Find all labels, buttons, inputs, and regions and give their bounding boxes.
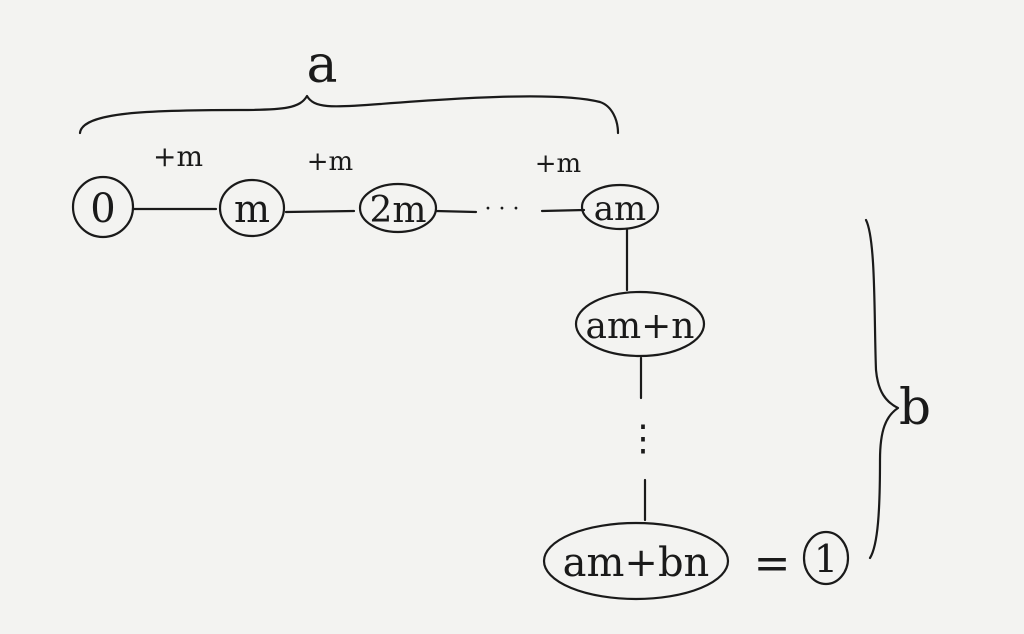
node-am-plus-bn-ellipse (542, 521, 730, 601)
node-zero-circle (71, 175, 135, 239)
node-am-plus-n-label: am+n (586, 306, 695, 347)
node-am-label: am (594, 189, 647, 229)
connector-dots-am (540, 208, 586, 213)
top-brace (78, 94, 620, 135)
right-brace-label: b (899, 378, 931, 436)
step-label-3: +m (535, 149, 581, 179)
connector-2m-dots (434, 209, 478, 214)
equals-sign: = (754, 538, 791, 589)
node-am-plus-bn-label: am+bn (563, 540, 710, 586)
node-2m-label: 2m (369, 190, 426, 231)
step-label-2: +m (307, 147, 353, 177)
node-am-ellipse (580, 183, 660, 231)
node-2m-ellipse (358, 182, 438, 234)
node-zero-label: 0 (90, 186, 115, 232)
node-one-ellipse (802, 530, 850, 586)
node-m-label: m (234, 187, 270, 231)
node-one-label: 1 (814, 537, 838, 581)
top-brace-label: a (306, 35, 337, 95)
vertical-dots: ⋮ (625, 418, 661, 459)
node-m-ellipse (218, 178, 286, 238)
horizontal-dots: · · · (485, 197, 520, 222)
right-brace (864, 218, 900, 560)
connector-m-2m (284, 209, 356, 214)
node-am-plus-n-ellipse (574, 290, 706, 358)
step-label-1: +m (153, 140, 203, 173)
